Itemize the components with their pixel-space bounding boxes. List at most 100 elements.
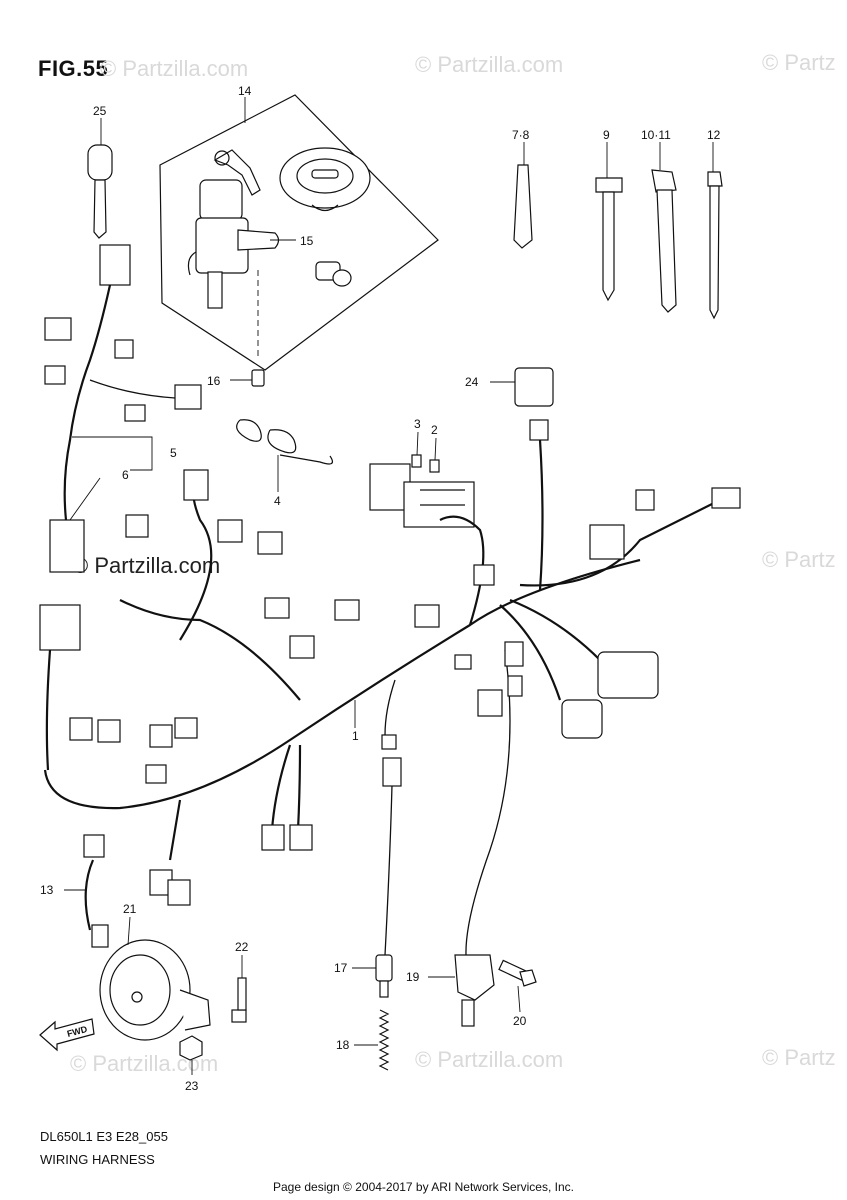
- harness-branch-relay: [538, 439, 544, 591]
- connector-right-1[interactable]: [589, 524, 625, 560]
- harness-neutral-lead: [384, 784, 393, 956]
- connector-mid-2[interactable]: [289, 635, 315, 659]
- key-blank[interactable]: [87, 144, 113, 239]
- fuse-3[interactable]: [411, 454, 422, 468]
- callout-24: 24: [465, 375, 479, 389]
- lock-cylinder[interactable]: [315, 261, 352, 287]
- harness-left-drop: [45, 649, 52, 771]
- ignition-switch-head: [199, 179, 243, 221]
- ignition-switch[interactable]: [187, 149, 280, 309]
- sub-harness-13-top: [83, 834, 105, 858]
- connector-ecu-1[interactable]: [597, 651, 659, 699]
- key-set-outline: [159, 94, 439, 371]
- watermark-4: © Partzilla.com: [72, 553, 220, 578]
- connector-ecu-3[interactable]: [504, 641, 524, 667]
- callout-14: 14: [238, 84, 252, 98]
- callout-17: 17: [334, 961, 348, 975]
- connector-mid-4[interactable]: [414, 604, 440, 628]
- connector-bottom-4[interactable]: [289, 824, 313, 851]
- watermark-5: © Partz: [762, 547, 836, 572]
- clamp-10-11-band[interactable]: [656, 189, 677, 313]
- connector-neutral-switch[interactable]: [382, 757, 402, 787]
- connector-ecu-2[interactable]: [561, 699, 603, 739]
- sub-harness-13[interactable]: [64, 834, 109, 948]
- leader-6: [69, 477, 101, 521]
- connector-right-2[interactable]: [635, 489, 655, 511]
- connector-ecu-5[interactable]: [507, 675, 523, 697]
- sub-harness-5[interactable]: [44, 244, 202, 573]
- connector-upper-left[interactable]: [183, 469, 209, 501]
- wire-clip-4[interactable]: [236, 419, 333, 465]
- sub-harness-5-connector-a: [44, 317, 72, 341]
- clamp-12-band[interactable]: [709, 185, 720, 320]
- sub-harness-5-connector-c: [114, 339, 134, 359]
- bolt-20[interactable]: [498, 959, 537, 987]
- connector-mid-1[interactable]: [264, 597, 290, 619]
- callout-18: 18: [336, 1038, 350, 1052]
- connector-bottom-2[interactable]: [167, 879, 191, 906]
- callout-6: 6: [122, 468, 129, 482]
- connector-right-3[interactable]: [711, 487, 741, 509]
- connector-left-2[interactable]: [97, 719, 121, 743]
- bolt-22-shank: [237, 977, 247, 1011]
- connector-left-large[interactable]: [39, 604, 81, 651]
- side-stand-switch[interactable]: [428, 954, 495, 1027]
- bolt-20-head: [519, 969, 537, 987]
- neutral-switch[interactable]: [352, 954, 393, 998]
- connector-left-5[interactable]: [145, 764, 167, 784]
- callout-labels: 25 14 15 16 7·8 9 10·11 12 24 3 2 5 6 4 …: [40, 84, 721, 1093]
- fuel-tank-cap[interactable]: [279, 147, 371, 212]
- connector-bottom-3[interactable]: [261, 824, 285, 851]
- watermark-2: © Partzilla.com: [415, 52, 563, 77]
- callout-9: 9: [603, 128, 610, 142]
- fuel-cap-lock: [311, 169, 339, 179]
- connector-left-4[interactable]: [174, 717, 198, 739]
- callout-1: 1: [352, 729, 359, 743]
- fuse-2[interactable]: [429, 459, 440, 473]
- harness-branch-a: [168, 799, 182, 861]
- key-head: [87, 144, 113, 181]
- callout-23: 23: [185, 1079, 199, 1093]
- connector-mid-3[interactable]: [334, 599, 360, 621]
- connector-upper-mid-1[interactable]: [217, 519, 243, 543]
- horn-bracket: [179, 989, 211, 1031]
- screw-16[interactable]: [230, 369, 265, 387]
- callout-25: 25: [93, 104, 107, 118]
- o-ring-18[interactable]: [354, 1009, 390, 1071]
- connector-upper-left-2[interactable]: [125, 514, 149, 538]
- clamp-7-8[interactable]: [513, 164, 533, 249]
- connector-sensor[interactable]: [381, 734, 397, 750]
- leader-21: [127, 916, 131, 946]
- fuse-box[interactable]: [369, 463, 475, 528]
- sub-harness-13-bottom: [91, 924, 109, 948]
- bolt-22[interactable]: [231, 977, 247, 1023]
- harness-sensor-lead: [384, 679, 396, 736]
- horn[interactable]: [99, 939, 211, 1041]
- relay-connector: [529, 419, 549, 441]
- neutral-switch-body: [375, 954, 393, 982]
- callout-2: 2: [431, 423, 438, 437]
- sub-harness-5-branch: [89, 379, 176, 399]
- connector-mid-5[interactable]: [473, 564, 495, 586]
- fuel-cap-hinge: [311, 204, 339, 212]
- harness-branch-mid: [119, 599, 301, 701]
- nut-23[interactable]: [179, 1035, 203, 1061]
- leader-20: [517, 985, 521, 1013]
- relay-24[interactable]: [490, 367, 554, 441]
- horn-face: [109, 954, 171, 1026]
- connector-upper-mid-2[interactable]: [257, 531, 283, 555]
- clamp-9-band[interactable]: [602, 191, 615, 302]
- sub-harness-5-connector-b: [44, 365, 66, 385]
- watermarks: © Partzilla.com © Partzilla.com © Partz …: [70, 50, 836, 1076]
- watermark-8: © Partz: [762, 1045, 836, 1070]
- connector-ecu-4[interactable]: [477, 689, 503, 717]
- clamp-9-head: [595, 177, 623, 193]
- leader-5: [72, 436, 153, 471]
- connector-left-3[interactable]: [149, 724, 173, 748]
- connector-ecu-6[interactable]: [454, 654, 472, 670]
- harness-side-stand-lead: [465, 649, 511, 956]
- connector-left-1[interactable]: [69, 717, 93, 741]
- horn-center: [131, 991, 143, 1003]
- sub-harness-5-top-connector: [99, 244, 131, 286]
- callout-10-11: 10·11: [641, 128, 671, 142]
